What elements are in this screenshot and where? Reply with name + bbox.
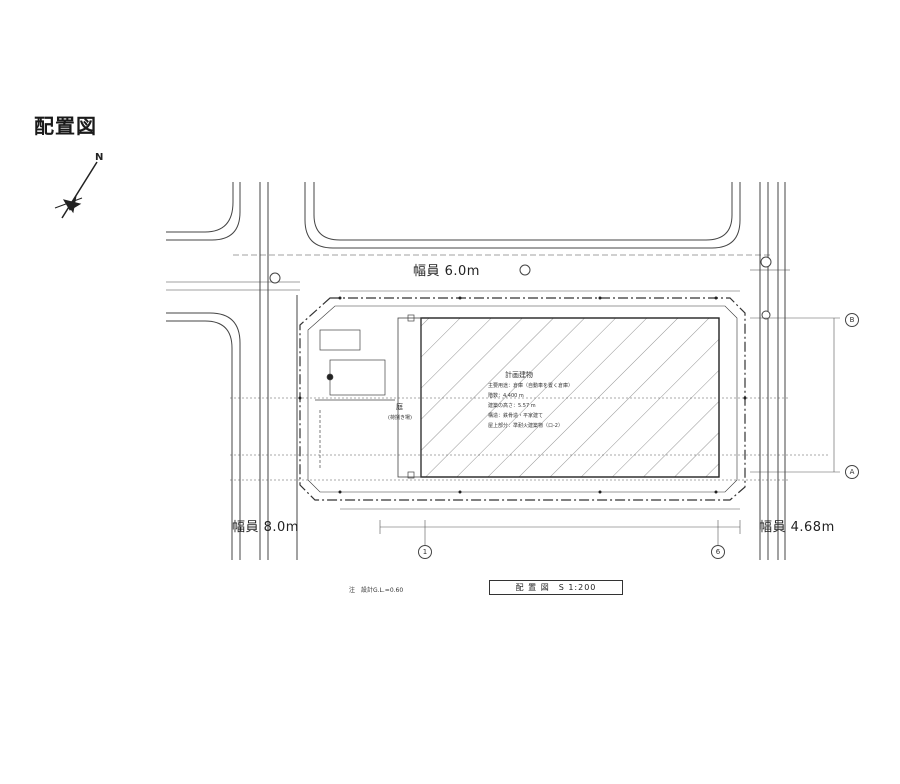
axis-b-marker: B — [845, 313, 859, 327]
dimension-lines — [230, 290, 840, 545]
road-width-right: 幅員 4.68m — [759, 520, 835, 535]
yard-label: 庭 — [396, 403, 403, 411]
site-boundary — [299, 297, 746, 501]
building-line: 建築の高さ：5.57 m — [488, 403, 536, 409]
page-title: 配置図 — [34, 114, 97, 138]
building-line: 屋上部分：準耐火建築物（ロ-2） — [488, 423, 563, 429]
building-line: 構造：鉄骨造・平家建て — [488, 413, 544, 419]
left-structures — [315, 314, 415, 479]
yard-sub-label: (荷捌き場) — [388, 415, 412, 421]
manhole-icons — [269, 256, 772, 320]
north-label: N — [95, 152, 104, 163]
axis-6-marker: 6 — [711, 545, 725, 559]
road-right-lines — [750, 182, 790, 560]
axis-a-marker: A — [845, 465, 859, 479]
drawing-scale-box: 配 置 図 S 1:200 — [489, 580, 623, 595]
road-width-left: 幅員 8.0m — [232, 520, 299, 535]
planned-building — [420, 317, 720, 478]
road-width-top: 幅員 6.0m — [413, 264, 480, 279]
road-left-lines — [166, 182, 300, 560]
north-arrow-icon — [54, 161, 98, 219]
building-label: 計画建物 — [505, 371, 533, 379]
road-top-lines — [166, 182, 770, 256]
axis-1-marker: 1 — [418, 545, 432, 559]
building-line: 階数：4,400 m — [488, 393, 524, 399]
survey-points — [298, 296, 747, 494]
design-gl-note: 注 設計G.L.=0.60 — [349, 587, 404, 594]
building-line: 主要用途：倉庫（自動車を置く倉庫） — [488, 383, 574, 389]
